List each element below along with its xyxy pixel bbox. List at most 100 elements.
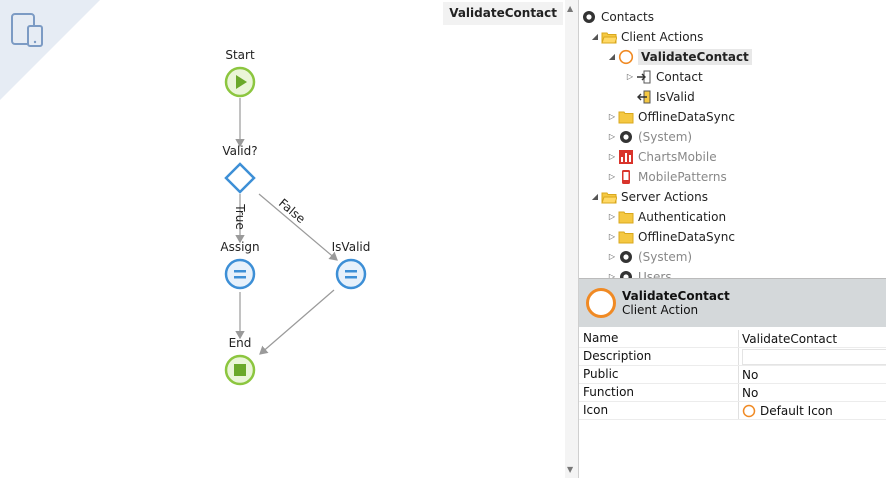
property-row-description[interactable]: Description (579, 348, 886, 366)
isvalid-assign-node[interactable] (335, 258, 367, 294)
tree-item-label: ValidateContact (638, 48, 752, 65)
diamond-icon (224, 162, 256, 194)
module-icon (581, 9, 597, 25)
tree-item-label: OfflineDataSync (638, 229, 735, 244)
canvas-title: ValidateContact (443, 2, 563, 25)
decision-label: Valid? (222, 144, 258, 158)
tree-item-system-server[interactable]: ▷ (System) (606, 247, 692, 266)
tree-item-contacts[interactable]: Contacts (581, 7, 654, 26)
default-action-icon (742, 404, 756, 418)
collapse-arrow-icon[interactable]: ◢ (591, 32, 599, 41)
expand-arrow-icon[interactable]: ▷ (608, 272, 616, 278)
tree-item-label: Authentication (638, 209, 727, 224)
folder-open-icon (601, 189, 617, 205)
tree-item-label: (System) (638, 129, 693, 144)
folder-icon (618, 109, 634, 125)
flow-canvas[interactable]: ValidateContact True False Start Valid? … (0, 0, 566, 478)
scroll-down-arrow-icon[interactable]: ▼ (567, 465, 574, 474)
start-label: Start (225, 48, 255, 62)
property-value-input[interactable] (742, 349, 886, 365)
assign-icon (224, 258, 256, 290)
expand-arrow-icon[interactable]: ▷ (608, 232, 616, 241)
tree-item-label: OfflineDataSync (638, 109, 735, 124)
end-node[interactable] (224, 354, 256, 390)
properties-header: ValidateContact Client Action (579, 278, 886, 327)
tree-item-label: Server Actions (621, 189, 708, 204)
property-row-icon[interactable]: Icon Default Icon (579, 402, 886, 420)
users-module-icon (618, 269, 634, 278)
client-action-icon (585, 287, 617, 323)
tree-item-system[interactable]: ▷ (System) (606, 127, 692, 146)
charts-module-icon (618, 149, 634, 165)
tree-item-authentication[interactable]: ▷ Authentication (606, 207, 726, 226)
folder-icon (618, 229, 634, 245)
end-label: End (228, 336, 252, 350)
tree-item-mobilepatterns[interactable]: ▷ MobilePatterns (606, 167, 727, 186)
property-name: Name (583, 331, 619, 345)
tree-item-label: MobilePatterns (638, 169, 727, 184)
property-value-text: Default Icon (760, 404, 833, 418)
input-parameter-icon (636, 69, 652, 85)
property-value-input[interactable]: ValidateContact (742, 332, 838, 346)
assign-icon (335, 258, 367, 290)
property-name: Icon (583, 403, 609, 417)
isvalid-label: IsValid (331, 240, 371, 254)
tree-item-label: Client Actions (621, 29, 704, 44)
system-module-icon (618, 129, 634, 145)
client-action-icon (618, 49, 634, 65)
tree-item-server-actions[interactable]: ◢ Server Actions (589, 187, 708, 206)
collapse-arrow-icon[interactable]: ◢ (591, 192, 599, 201)
start-node[interactable] (224, 66, 256, 102)
property-row-public[interactable]: Public No (579, 366, 886, 384)
collapse-arrow-icon[interactable]: ◢ (608, 52, 616, 61)
flow-connectors (235, 98, 338, 355)
tree-item-label: (System) (638, 249, 693, 264)
expand-arrow-icon[interactable]: ▷ (608, 152, 616, 161)
scroll-up-arrow-icon[interactable]: ▲ (567, 4, 574, 13)
folder-open-icon (601, 29, 617, 45)
folder-icon (618, 209, 634, 225)
canvas-corner-decoration (0, 0, 100, 100)
expand-arrow-icon[interactable]: ▷ (608, 212, 616, 221)
tree-item-chartsmobile[interactable]: ▷ ChartsMobile (606, 147, 717, 166)
expand-arrow-icon[interactable]: ▷ (608, 112, 616, 121)
tree-item-validatecontact[interactable]: ◢ ValidateContact (606, 47, 752, 66)
property-row-function[interactable]: Function No (579, 384, 886, 402)
tree-item-label: IsValid (656, 89, 695, 104)
property-value-icon-select[interactable]: Default Icon (742, 404, 886, 418)
property-name: Function (583, 385, 635, 399)
expand-arrow-icon[interactable]: ▷ (626, 72, 634, 81)
system-module-icon (618, 249, 634, 265)
tree-item-offlinedatasync[interactable]: ▷ OfflineDataSync (606, 107, 735, 126)
mobile-patterns-icon (618, 169, 634, 185)
canvas-scrollbar[interactable]: ▲ ▼ (565, 0, 579, 478)
property-value-select[interactable]: No (742, 386, 759, 400)
expand-arrow-icon[interactable]: ▷ (608, 172, 616, 181)
stop-icon (224, 354, 256, 386)
play-icon (224, 66, 256, 98)
tree-item-label: Users (638, 269, 672, 279)
mobile-device-icon (10, 12, 46, 52)
expand-arrow-icon[interactable]: ▷ (608, 252, 616, 261)
tree-item-label: Contacts (601, 9, 654, 24)
property-value-select[interactable]: No (742, 368, 759, 382)
properties-grid[interactable]: Name ValidateContact Description Public … (579, 330, 886, 420)
tree-item-isvalid-param[interactable]: IsValid (624, 87, 695, 106)
tree-item-label: Contact (656, 69, 703, 84)
tree-item-contact-param[interactable]: ▷ Contact (624, 67, 703, 86)
properties-subtitle: Client Action (622, 303, 699, 317)
tree-item-client-actions[interactable]: ◢ Client Actions (589, 27, 703, 46)
assign-label: Assign (220, 240, 260, 254)
properties-title: ValidateContact (622, 289, 730, 303)
assign-node[interactable] (224, 258, 256, 294)
property-row-name[interactable]: Name ValidateContact (579, 330, 886, 348)
property-name: Public (583, 367, 619, 381)
element-tree[interactable]: Contacts ◢ Client Actions ◢ ValidateCont… (579, 0, 886, 278)
tree-item-users[interactable]: ▷ Users (606, 267, 672, 278)
property-name: Description (583, 349, 652, 363)
tree-item-offlinedatasync-server[interactable]: ▷ OfflineDataSync (606, 227, 735, 246)
expand-arrow-icon[interactable]: ▷ (608, 132, 616, 141)
output-parameter-icon (636, 89, 652, 105)
tree-item-label: ChartsMobile (638, 149, 717, 164)
decision-node[interactable] (224, 162, 256, 198)
